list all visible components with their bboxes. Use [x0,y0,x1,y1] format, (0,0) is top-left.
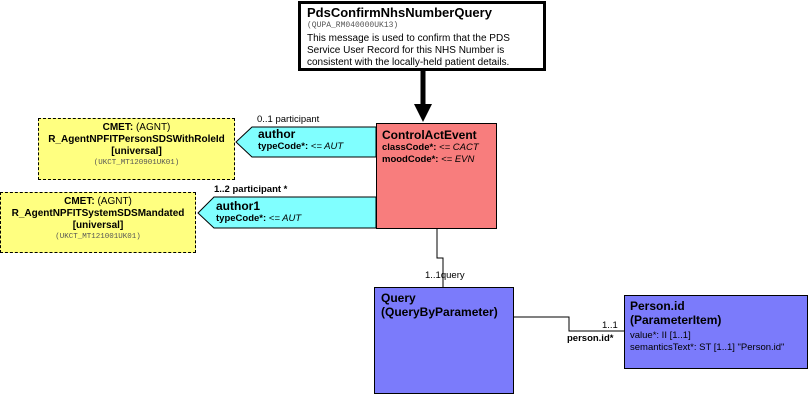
control-act-event-box: ControlActEvent classCode*: <= CACT mood… [376,123,497,229]
message-box: PdsConfirmNhsNumberQuery (QUPA_RM040000U… [298,1,546,71]
cmet-person-header: CMET: (AGNT) [102,122,171,133]
message-description: This message is used to confirm that the… [307,33,510,68]
author-participation: author typeCode*: <= AUT [258,128,343,153]
class-code-attribute: classCode*: <= CACT [382,142,479,153]
mood-code-attribute: moodCode*: <= EVN [382,154,475,165]
person-multiplicity: 1..1 [602,320,618,331]
cmet-system-box: CMET: (AGNT) R_AgentNPFITSystemSDSMandat… [0,192,196,253]
message-title: PdsConfirmNhsNumberQuery [307,5,492,20]
cmet-person-name: R_AgentNPFITPersonSDSWithRoleId [48,134,225,145]
cmet-system-header: CMET: (AGNT) [64,196,132,207]
person-semantics-attribute: semanticsText*: ST [1..1] "Person.id" [630,342,785,353]
message-arrow-head [414,104,432,122]
author-typecode: typeCode*: <= AUT [258,141,344,152]
person-link-line [514,316,624,332]
author-label: author [258,127,296,141]
cmet-person-id: (UKCT_MT120901UK01) [93,159,180,167]
cmet-person-flavor: [universal] [111,146,162,157]
author-multiplicity: 0..1 participant [257,114,320,125]
author1-typecode: typeCode*: <= AUT [216,213,302,224]
query-multiplicity: 1..1query [425,270,465,281]
control-act-event-title: ControlActEvent [382,128,477,142]
person-id-title: Person.id [630,299,685,313]
cmet-person-box: CMET: (AGNT) R_AgentNPFITPersonSDSWithRo… [38,118,235,180]
cmet-system-id: (UKCT_MT121001UK01) [55,233,141,241]
author1-label: author1 [216,199,261,213]
query-box: Query (QueryByParameter) [374,287,514,394]
query-subtitle: (QueryByParameter) [381,305,498,319]
person-id-box: Person.id (ParameterItem) value*: II [1.… [624,295,808,369]
message-id: (QUPA_RM040000UK13) [307,21,399,30]
person-value-attribute: value*: II [1..1] [630,330,691,341]
author1-participation: author1 typeCode*: <= AUT [216,200,301,225]
query-link-line [436,229,444,287]
query-title: Query [381,291,416,305]
person-id-subtitle: (ParameterItem) [630,313,722,327]
person-link-label: person.id* [567,333,614,344]
author1-multiplicity: 1..2 participant * [214,184,288,195]
cmet-system-name: R_AgentNPFITSystemSDSMandated [11,208,185,219]
cmet-system-flavor: [universal] [72,220,124,231]
